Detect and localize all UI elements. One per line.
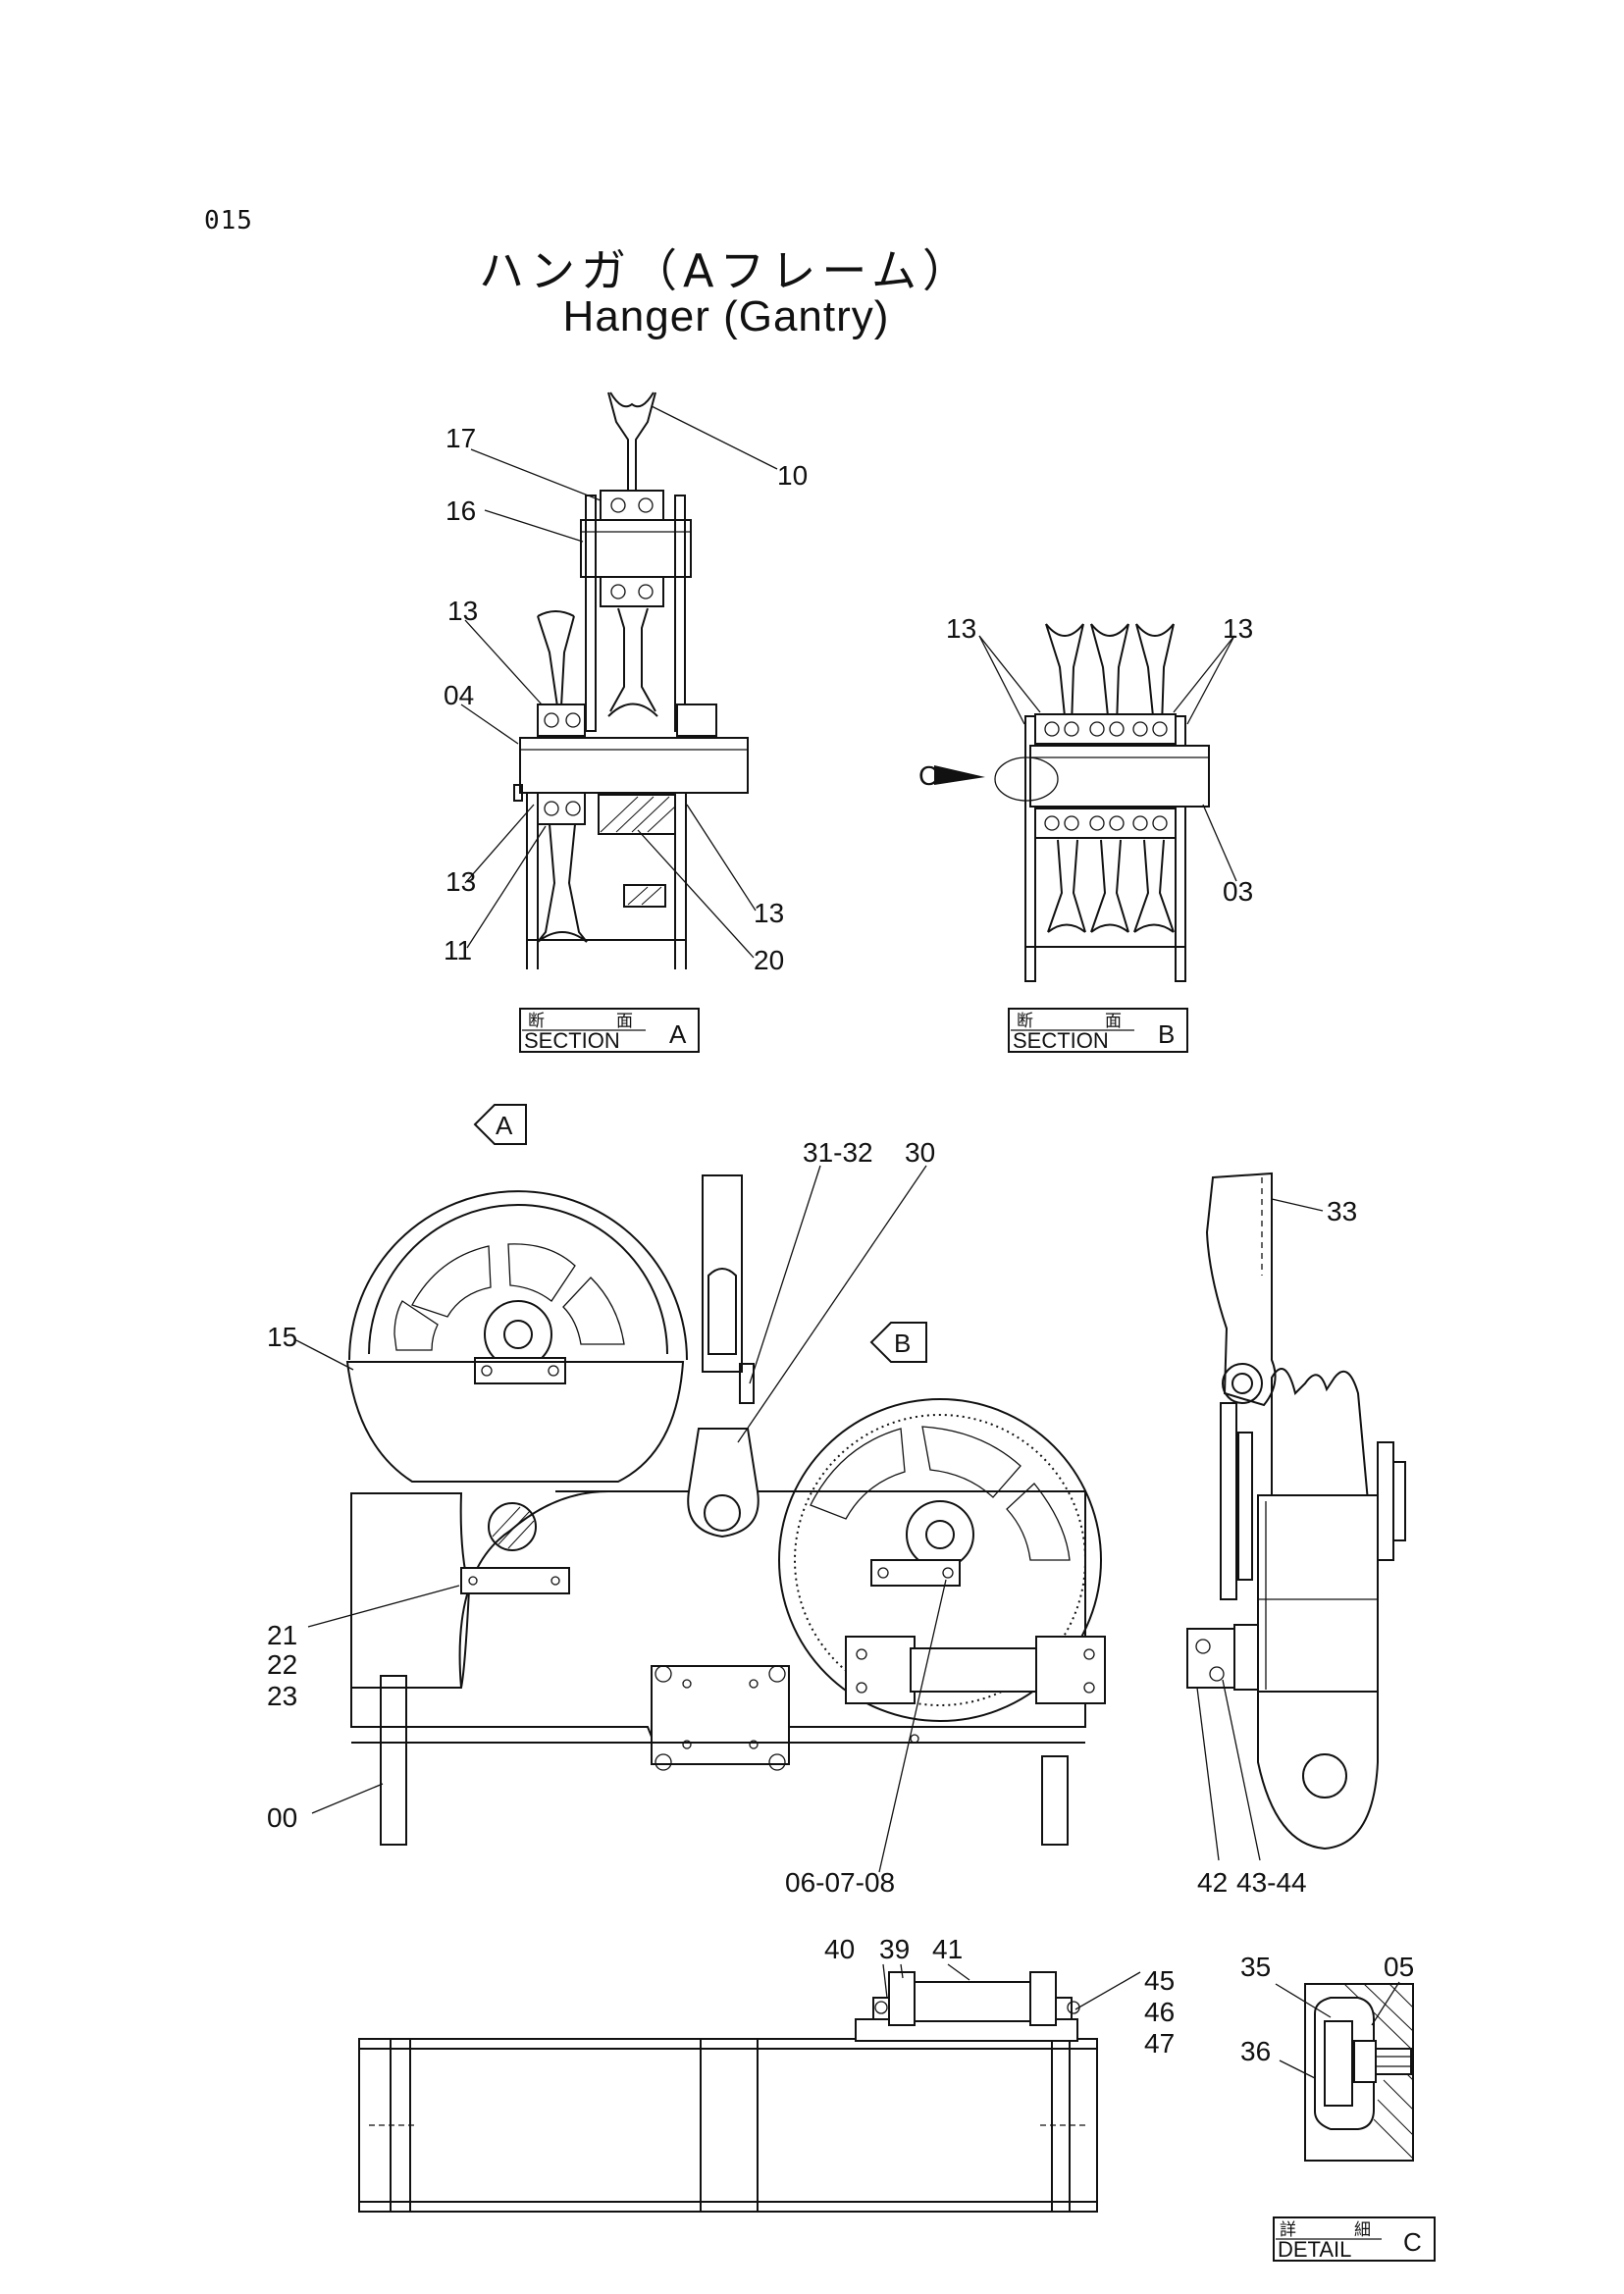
detail-c-leaders: [1275, 1981, 1400, 2079]
section-b-leaders: [978, 635, 1237, 882]
side-view-leaders: [1196, 1198, 1324, 1861]
callout-23: 23: [267, 1681, 297, 1711]
section-a-tag: 断 面 SECTION A: [519, 1008, 700, 1053]
view-arrow-b: B: [869, 1322, 927, 1363]
callout-00: 00: [267, 1802, 297, 1833]
callout-30: 30: [905, 1137, 935, 1168]
callout-46: 46: [1144, 1997, 1175, 2027]
callout-21: 21: [267, 1620, 297, 1650]
callout-47: 47: [1144, 2028, 1175, 2059]
spacer-hatching: [600, 796, 676, 833]
section-b-en: SECTION: [1013, 1028, 1109, 1053]
detail-c-en: DETAIL: [1278, 2237, 1351, 2262]
pin-hatching: [492, 1506, 535, 1549]
callout-33: 33: [1327, 1196, 1357, 1226]
callout-04: 04: [444, 680, 474, 710]
callout-13-right: 13: [754, 898, 784, 928]
callout-13-b-left: 13: [946, 613, 976, 644]
lower-block-hatching: [627, 886, 662, 906]
callout-22: 22: [267, 1649, 297, 1680]
callout-16: 16: [445, 495, 476, 526]
callout-41: 41: [932, 1934, 963, 1964]
view-arrow-b-letter: B: [894, 1329, 911, 1358]
section-b-sheaves-lower: [1047, 839, 1175, 933]
section-a-jp-right: 面: [616, 1012, 633, 1031]
main-front-view: [345, 1174, 1106, 1846]
view-marker-c: C: [918, 760, 938, 791]
view-arrow-a-letter: A: [496, 1111, 513, 1140]
callout-36: 36: [1240, 2036, 1271, 2066]
detail-c-drawing: [1304, 1983, 1414, 2162]
callout-10: 10: [777, 460, 808, 491]
section-b-jp-right: 面: [1105, 1012, 1122, 1031]
callout-42: 42: [1197, 1867, 1228, 1898]
detail-c-tag: 詳 細 DETAIL C: [1273, 2216, 1436, 2262]
section-b-callouts: 13 13 03 C: [918, 613, 1253, 907]
detail-c-letter: C: [1403, 2227, 1422, 2257]
callout-06-07-08: 06-07-08: [785, 1867, 895, 1898]
title-japanese: ハンガ（Aフレーム）: [478, 244, 974, 297]
side-view: [1186, 1172, 1406, 1851]
section-b-sheaves-upper: [1045, 623, 1175, 727]
callout-35: 35: [1240, 1952, 1271, 1982]
main-view-leaders: [295, 1165, 947, 1873]
detail-c-hatching: [1343, 1983, 1414, 2160]
callout-03: 03: [1223, 876, 1253, 907]
callout-20: 20: [754, 945, 784, 975]
section-b-tag: 断 面 SECTION B: [1008, 1008, 1188, 1053]
bottom-view-callouts: 40 39 41 45 46 47: [824, 1934, 1175, 2059]
detail-c-jp-left: 詳: [1280, 2220, 1296, 2240]
section-a-drawing: [513, 391, 749, 969]
callout-11: 11: [444, 935, 472, 965]
bottom-plan-view: [358, 1971, 1098, 2213]
section-a-letter: A: [669, 1019, 687, 1049]
section-b-letter: B: [1158, 1019, 1175, 1049]
callout-40: 40: [824, 1934, 855, 1964]
section-a-jp-left: 断: [528, 1012, 545, 1031]
callout-05: 05: [1384, 1952, 1414, 1982]
side-view-callouts: 33 42 43-44: [1197, 1196, 1357, 1898]
section-a-leaders: [460, 405, 778, 959]
section-b-drawing: [934, 623, 1210, 982]
callout-15: 15: [267, 1322, 297, 1352]
section-a-en: SECTION: [524, 1028, 620, 1053]
section-a-callouts: 17 16 10 13 04 13 11 13 20: [444, 423, 808, 975]
callout-17: 17: [445, 423, 476, 453]
callout-43-44: 43-44: [1236, 1867, 1307, 1898]
view-arrow-a: A: [473, 1104, 527, 1145]
callout-13-upper: 13: [447, 596, 478, 626]
section-b-jp-left: 断: [1017, 1012, 1033, 1031]
detail-c-jp-right: 細: [1354, 2220, 1371, 2240]
callout-39: 39: [879, 1934, 910, 1964]
callout-13-b-right: 13: [1223, 613, 1253, 644]
page-code: 015: [204, 206, 253, 235]
callout-13-lower: 13: [445, 866, 476, 897]
bottom-view-leaders: [882, 1963, 1141, 2010]
callout-31-32: 31-32: [803, 1137, 873, 1168]
detail-c-callouts: 35 05 36: [1240, 1952, 1414, 2066]
callout-45: 45: [1144, 1965, 1175, 1996]
left-sheave-spokes: [393, 1243, 625, 1351]
main-view-callouts: 31-32 30 15 21 22 23 00 06-07-08: [267, 1137, 935, 1898]
right-sheave-spokes: [810, 1426, 1071, 1561]
title-english: Hanger (Gantry): [562, 292, 890, 340]
